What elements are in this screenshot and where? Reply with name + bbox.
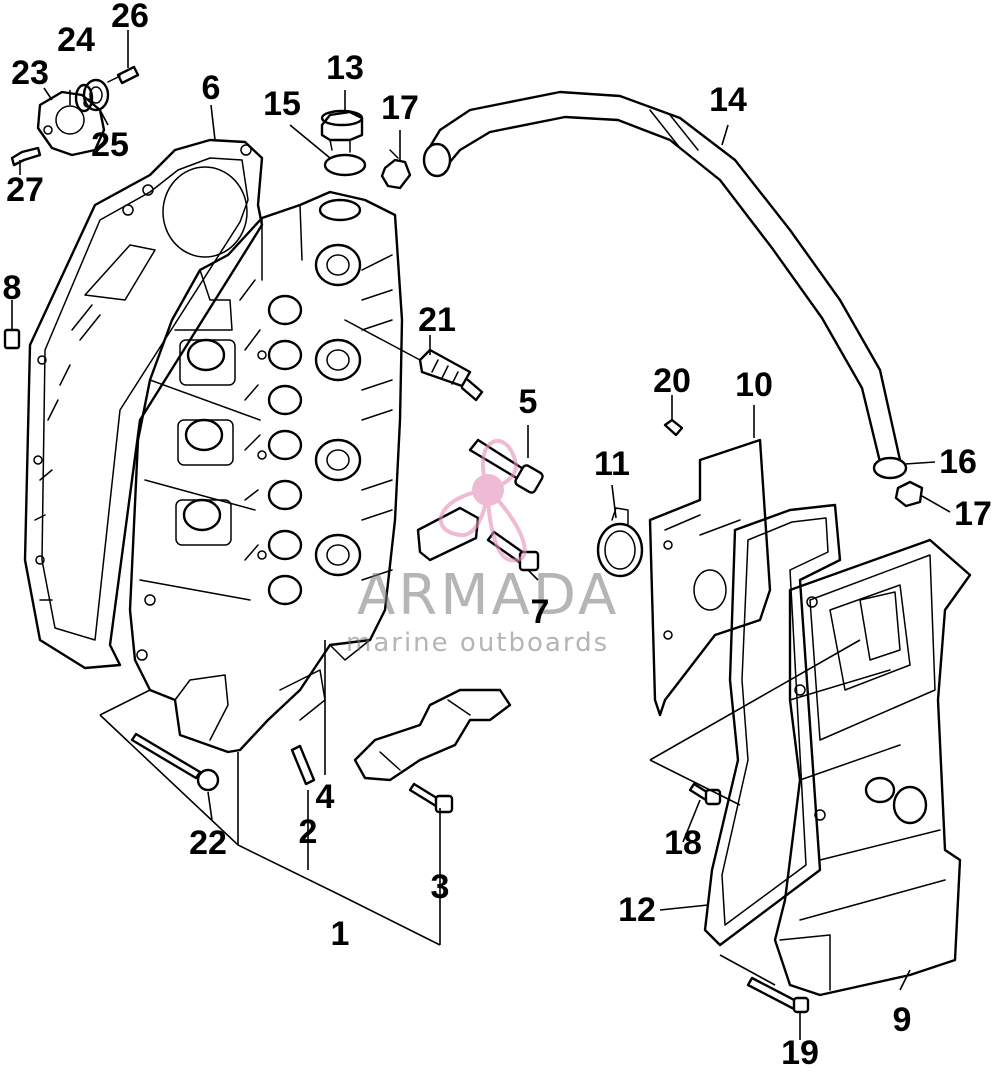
callout-21: 21: [418, 301, 456, 339]
thermostat-cover-assembly: [10, 65, 140, 167]
bolt-3: [408, 782, 454, 814]
callout-19: 19: [781, 1034, 819, 1072]
cylinder-head: [128, 190, 404, 754]
oil-filler-cap: [320, 109, 364, 153]
exhaust-cover: [773, 538, 972, 997]
callout-11: 11: [594, 445, 630, 483]
callout-20: 20: [653, 362, 691, 400]
callout-9: 9: [892, 1001, 912, 1039]
callout-23: 23: [11, 54, 49, 92]
callout-1: 1: [330, 915, 350, 953]
leader-lines: [11, 30, 951, 1040]
bolt-5: [468, 438, 544, 494]
cover-seal-ring: [596, 507, 644, 578]
dowel-8: [3, 328, 21, 350]
exhaust-bracket: [353, 506, 512, 782]
dowel-pin-2: [290, 744, 316, 786]
exhaust-cover-gasket: [703, 503, 842, 947]
callout-10: 10: [735, 366, 773, 404]
filler-cap-o-ring: [323, 153, 367, 177]
callout-22: 22: [189, 824, 227, 862]
bolt-20: [663, 418, 684, 437]
spark-plug: [344, 319, 484, 402]
callout-13: 13: [326, 49, 364, 87]
callout-27: 27: [6, 171, 44, 209]
callout-17-upper: 17: [381, 89, 419, 127]
callout-16: 16: [939, 443, 977, 481]
callout-8: 8: [2, 269, 22, 307]
callout-2: 2: [298, 813, 318, 851]
callout-12: 12: [618, 891, 656, 929]
callout-17-lower: 17: [954, 495, 992, 533]
callout-14: 14: [709, 81, 747, 119]
callout-25: 25: [91, 126, 129, 164]
callout-5: 5: [518, 383, 538, 421]
cylinder-head-gasket: [23, 138, 264, 670]
callout-26: 26: [111, 0, 149, 35]
hose-clip-upper: [380, 149, 412, 190]
callout-15: 15: [263, 85, 301, 123]
callout-6: 6: [201, 69, 221, 107]
water-hose: [422, 90, 908, 480]
callout-4: 4: [315, 778, 335, 816]
bolt-19: [746, 976, 810, 1014]
callout-24: 24: [57, 21, 95, 59]
cover-gasket: [648, 438, 772, 717]
callout-7: 7: [530, 593, 550, 631]
bolt-7: [486, 530, 540, 572]
callout-18: 18: [664, 824, 702, 862]
bolt-22: [130, 732, 220, 792]
callout-3: 3: [430, 868, 450, 906]
hose-clip-lower: [894, 480, 924, 508]
